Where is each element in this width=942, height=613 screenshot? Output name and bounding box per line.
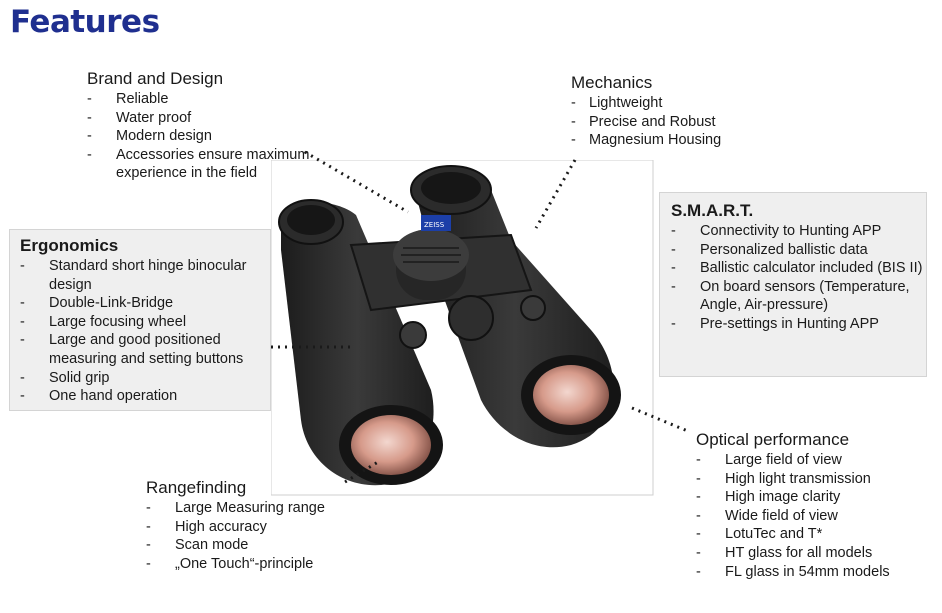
ergonomics-section: Ergonomics Standard short hinge binocula… bbox=[9, 229, 271, 411]
rangefinding-heading: Rangefinding bbox=[146, 478, 247, 497]
ergonomics-heading: Ergonomics bbox=[20, 236, 119, 255]
list-item: Double-Link-Bridge bbox=[20, 294, 270, 313]
brand-logo-text: ZEISS bbox=[424, 221, 445, 229]
list-item: Magnesium Housing bbox=[571, 131, 771, 150]
list-item: High accuracy bbox=[146, 518, 376, 537]
list-item: Large focusing wheel bbox=[20, 313, 270, 332]
brand-design-heading: Brand and Design bbox=[87, 69, 224, 88]
list-item: Large field of view bbox=[696, 451, 936, 470]
list-item: One hand operation bbox=[20, 387, 270, 406]
smart-heading: S.M.A.R.T. bbox=[671, 201, 754, 220]
list-item: HT glass for all models bbox=[696, 544, 936, 563]
list-item: Modern design bbox=[87, 127, 312, 146]
list-item: Reliable bbox=[87, 90, 312, 109]
list-item: High light transmission bbox=[696, 470, 936, 489]
optical-performance-heading: Optical performance bbox=[696, 430, 850, 449]
list-item: Scan mode bbox=[146, 536, 376, 555]
list-item: Water proof bbox=[87, 109, 312, 128]
brand-design-section: Brand and Design Reliable Water proof Mo… bbox=[87, 68, 312, 183]
optical-performance-section: Optical performance Large field of view … bbox=[696, 429, 936, 581]
mechanics-section: Mechanics Lightweight Precise and Robust… bbox=[571, 72, 771, 150]
list-item: Ballistic calculator included (BIS II) bbox=[671, 259, 926, 278]
mechanics-heading: Mechanics bbox=[571, 73, 653, 92]
list-item: High image clarity bbox=[696, 488, 936, 507]
list-item: Personalized ballistic data bbox=[671, 241, 926, 260]
list-item: Pre-settings in Hunting APP bbox=[671, 315, 926, 334]
smart-section: S.M.A.R.T. Connectivity to Hunting APP P… bbox=[659, 192, 927, 377]
list-item: LotuTec and T* bbox=[696, 525, 936, 544]
list-item: On board sensors (Temperature, Angle, Ai… bbox=[671, 278, 926, 315]
list-item: Connectivity to Hunting APP bbox=[671, 222, 926, 241]
list-item: Large Measuring range bbox=[146, 499, 376, 518]
rangefinding-section: Rangefinding Large Measuring range High … bbox=[146, 477, 376, 573]
list-item: Wide field of view bbox=[696, 507, 936, 526]
page-title: Features bbox=[10, 4, 160, 40]
list-item: „One Touch“-principle bbox=[146, 555, 376, 574]
list-item: Lightweight bbox=[571, 94, 771, 113]
list-item: Precise and Robust bbox=[571, 113, 771, 132]
list-item: Accessories ensure maximum experience in… bbox=[87, 146, 312, 183]
list-item: FL glass in 54mm models bbox=[696, 563, 936, 582]
list-item: Large and good positioned measuring and … bbox=[20, 331, 270, 368]
list-item: Solid grip bbox=[20, 369, 270, 388]
list-item: Standard short hinge binocular design bbox=[20, 257, 270, 294]
binocular-photo: ZEISS bbox=[271, 160, 654, 496]
